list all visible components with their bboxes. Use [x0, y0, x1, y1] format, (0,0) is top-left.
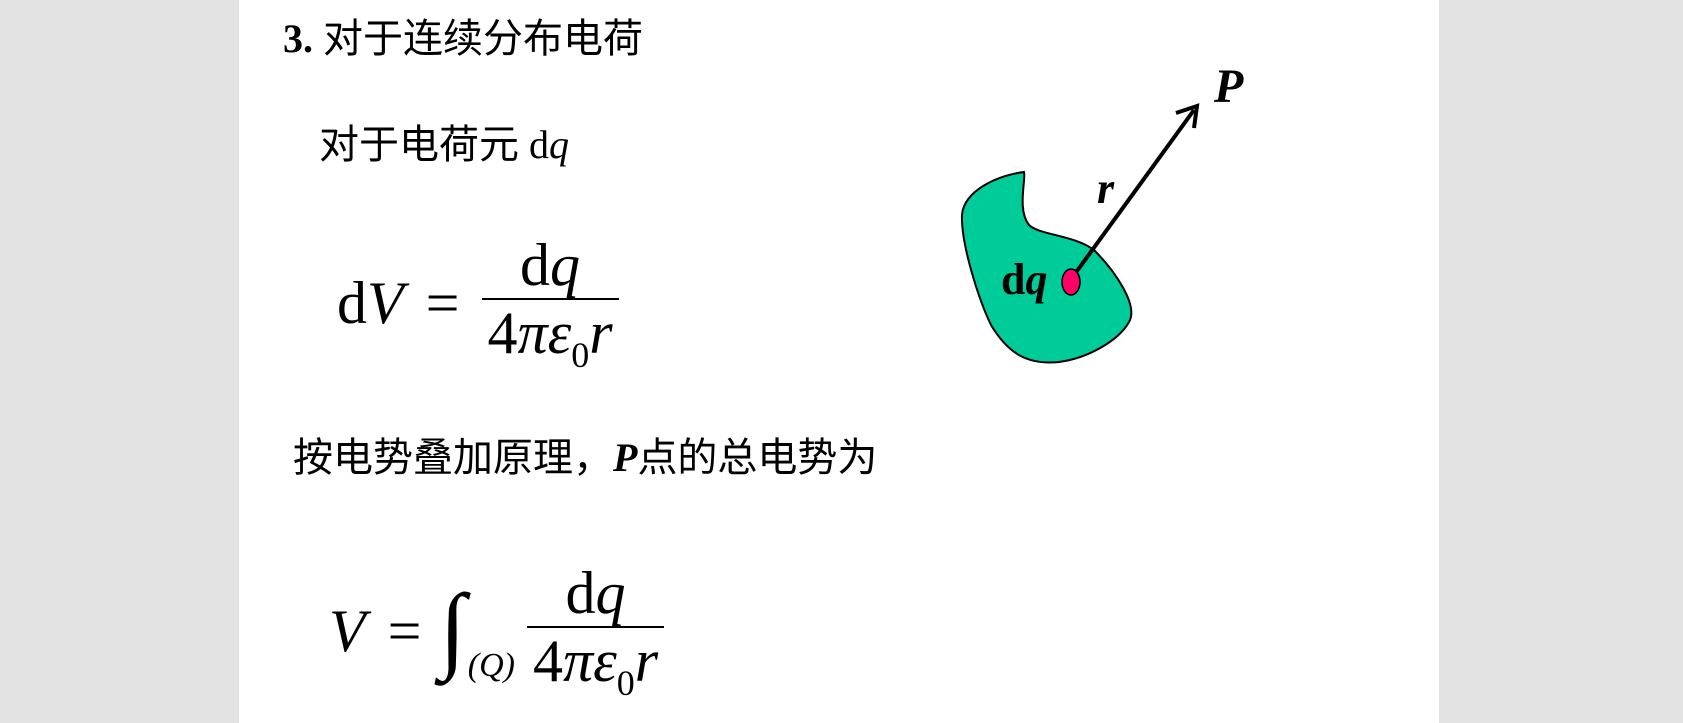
equation-V: V = ∫ (Q) dq 4πε0r: [329, 560, 665, 704]
symbol-d: d: [529, 122, 549, 167]
eq1-den-r: r: [589, 300, 613, 366]
dq-label: dq: [1001, 255, 1047, 304]
r-vector-arrow: [1067, 108, 1196, 284]
charge-element-line: 对于电荷元 dq: [319, 112, 569, 170]
eq2-fraction: dq 4πε0r: [527, 560, 665, 704]
equation-dV: d V = dq 4πε0r: [337, 232, 619, 376]
principle-before: 按电势叠加原理，: [293, 435, 613, 480]
superposition-line: 按电势叠加原理，P点的总电势为: [293, 425, 877, 483]
eq1-den-sub: 0: [571, 335, 590, 375]
eq1-num-d: d: [520, 232, 551, 298]
eq2-num-d: d: [565, 560, 596, 626]
eq1-lhs-d: d: [337, 270, 367, 337]
charge-distribution-diagram: dq r P: [960, 60, 1244, 364]
eq1-fraction: dq 4πε0r: [481, 232, 619, 376]
eq2-equals: =: [387, 598, 422, 665]
principle-point-P: P: [613, 435, 638, 480]
eq2-den-eps: ε: [593, 628, 617, 694]
heading-number: 3.: [283, 16, 313, 61]
heading-text: 对于连续分布电荷: [323, 16, 643, 61]
eq2-den-r: r: [634, 628, 659, 694]
eq2-den-4: 4: [533, 628, 563, 694]
eq1-fraction-bar: [481, 298, 619, 300]
eq2-fraction-bar: [527, 626, 665, 628]
integral-sign: ∫: [439, 574, 466, 682]
r-label: r: [1097, 164, 1115, 213]
slide-heading: 3. 对于连续分布电荷: [283, 6, 643, 64]
charge-blob: [960, 170, 1133, 364]
eq2-den-pi: π: [563, 628, 594, 694]
eq2-num-q: q: [595, 560, 626, 626]
eq1-numerator: dq: [514, 232, 586, 298]
arrow-head-icon: [1175, 103, 1200, 129]
eq1-den-eps: ε: [547, 300, 572, 366]
slide-page: 3. 对于连续分布电荷 对于电荷元 dq d V = dq 4πε0r 按电势叠…: [239, 0, 1439, 723]
symbol-q: q: [549, 122, 569, 167]
eq1-lhs-V: V: [367, 270, 404, 337]
eq2-denominator: 4πε0r: [527, 628, 664, 704]
principle-after: 点的总电势为: [637, 435, 878, 480]
eq1-denominator: 4πε0r: [482, 300, 619, 376]
charge-element-dot: [1061, 268, 1081, 296]
integral-limit: (Q): [467, 646, 515, 684]
eq2-numerator: dq: [560, 560, 632, 626]
charge-element-text: 对于电荷元: [319, 122, 529, 167]
eq2-den-sub: 0: [616, 663, 635, 703]
point-P-label: P: [1213, 60, 1244, 113]
eq1-den-4: 4: [487, 300, 518, 366]
eq1-num-q: q: [550, 232, 581, 298]
eq1-equals: =: [425, 270, 460, 337]
eq2-lhs-V: V: [329, 598, 366, 665]
eq1-den-pi: π: [517, 300, 548, 366]
